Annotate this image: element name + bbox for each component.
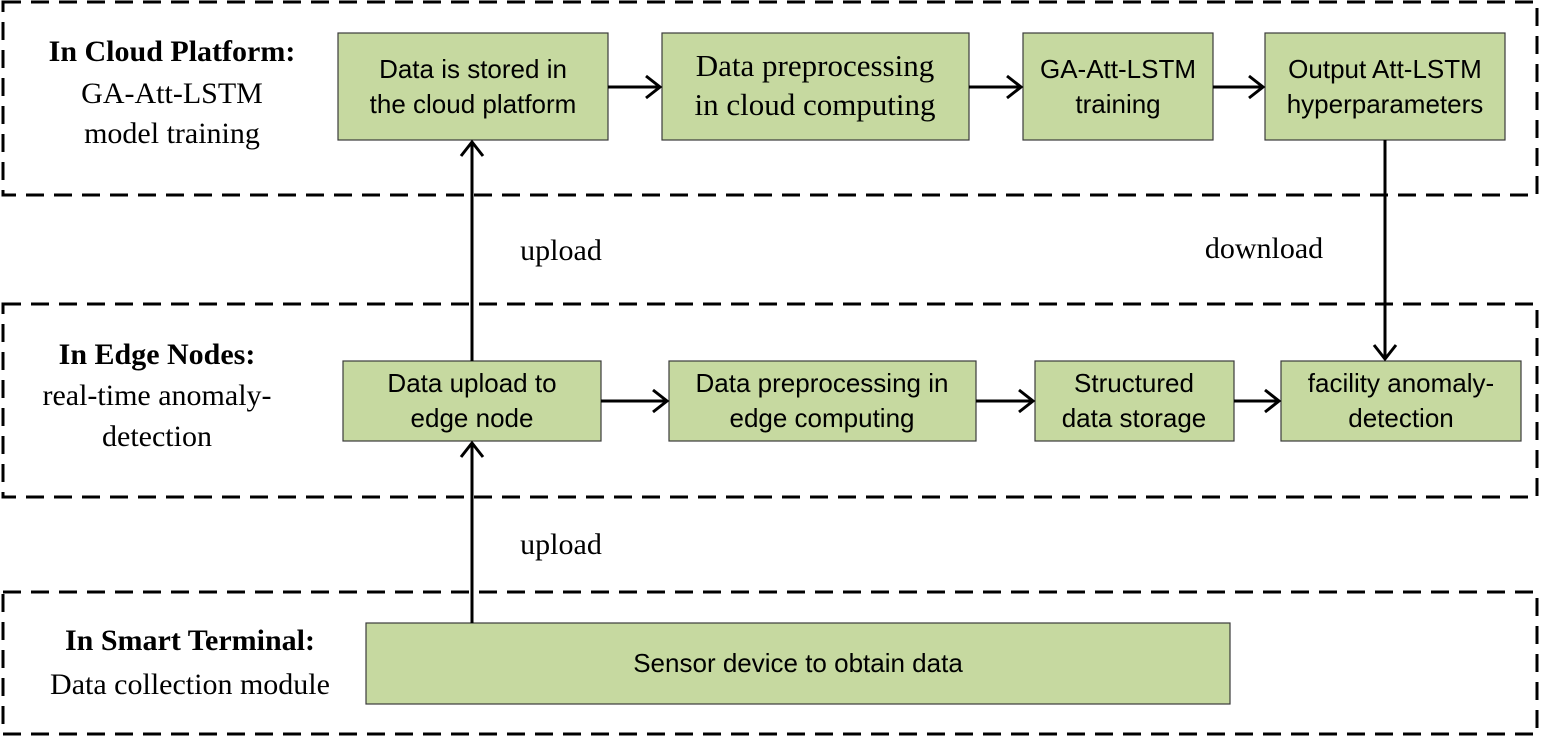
- cloud-platform-region: [1, 0, 1539, 197]
- cloud-box-output-hyperparameters: Output Att-LSTM hyperparameters: [1264, 32, 1506, 141]
- smart-terminal-desc: Data collection module: [50, 668, 330, 701]
- smart-terminal-region: [1, 590, 1539, 736]
- download-label: download: [1205, 232, 1323, 265]
- edge-nodes-desc-line2: detection: [102, 420, 212, 453]
- edge-nodes-desc-line1: real-time anomaly-: [42, 379, 271, 412]
- cloud-box-data-stored: Data is stored in the cloud platform: [337, 32, 609, 141]
- cloud-box-output-line2: hyperparameters: [1287, 89, 1484, 119]
- edge-nodes-region: [1, 302, 1539, 499]
- edge-box-preprocessing: Data preprocessing in edge computing: [668, 360, 977, 442]
- cloud-box-ga-training: GA-Att-LSTM training: [1022, 32, 1214, 141]
- smart-terminal-label: In Smart Terminal: Data collection modul…: [50, 624, 330, 701]
- edge-nodes-title: In Edge Nodes:: [59, 338, 256, 371]
- arrow-cloud-2: [969, 74, 1024, 100]
- edge-box-storage-line1: Structured: [1074, 368, 1194, 398]
- cloud-platform-desc-line2: model training: [84, 117, 260, 150]
- edge-box-data-upload-line1: Data upload to: [387, 368, 556, 398]
- edge-nodes-label: In Edge Nodes: real-time anomaly- detect…: [42, 338, 271, 453]
- cloud-platform-desc-line1: GA-Att-LSTM: [81, 77, 263, 110]
- cloud-box-preprocessing-line1: Data preprocessing: [696, 48, 934, 83]
- cloud-box-preprocessing-line2: in cloud computing: [694, 87, 935, 122]
- arrow-edge-3: [1234, 388, 1282, 414]
- terminal-box-sensor-device: Sensor device to obtain data: [365, 622, 1231, 705]
- arrow-upload-to-cloud: [459, 139, 485, 361]
- edge-box-storage-line2: data storage: [1062, 403, 1207, 433]
- upload-label-top: upload: [520, 234, 602, 267]
- edge-box-structured-storage: Structured data storage: [1034, 360, 1235, 442]
- cloud-box-output-line1: Output Att-LSTM: [1288, 54, 1482, 84]
- arrow-upload-to-edge: [459, 440, 485, 623]
- cloud-platform-title: In Cloud Platform:: [49, 35, 296, 68]
- edge-box-data-upload: Data upload to edge node: [342, 360, 602, 442]
- arrow-edge-2: [976, 388, 1036, 414]
- arrow-download-to-edge: [1372, 140, 1398, 362]
- arrow-edge-1: [601, 388, 670, 414]
- edge-box-preprocessing-line1: Data preprocessing in: [696, 368, 949, 398]
- cloud-box-data-stored-line1: Data is stored in: [379, 54, 567, 84]
- cloud-box-ga-training-line1: GA-Att-LSTM: [1040, 54, 1196, 84]
- cloud-box-ga-training-line2: training: [1075, 89, 1160, 119]
- edge-box-preprocessing-line2: edge computing: [729, 403, 914, 433]
- edge-box-anomaly-line1: facility anomaly-: [1308, 368, 1494, 398]
- smart-terminal-title: In Smart Terminal:: [65, 624, 315, 657]
- edge-box-anomaly-line2: detection: [1348, 403, 1454, 433]
- arrow-cloud-3: [1213, 74, 1266, 100]
- cloud-box-data-stored-line2: the cloud platform: [370, 89, 577, 119]
- cloud-platform-label: In Cloud Platform: GA-Att-LSTM model tra…: [49, 35, 296, 150]
- cloud-box-preprocessing: Data preprocessing in cloud computing: [661, 32, 970, 141]
- edge-box-data-upload-line2: edge node: [411, 403, 534, 433]
- upload-label-bottom: upload: [520, 528, 602, 561]
- edge-box-anomaly-detection: facility anomaly- detection: [1280, 360, 1522, 442]
- arrow-cloud-1: [608, 74, 663, 100]
- terminal-box-sensor-label: Sensor device to obtain data: [633, 648, 963, 678]
